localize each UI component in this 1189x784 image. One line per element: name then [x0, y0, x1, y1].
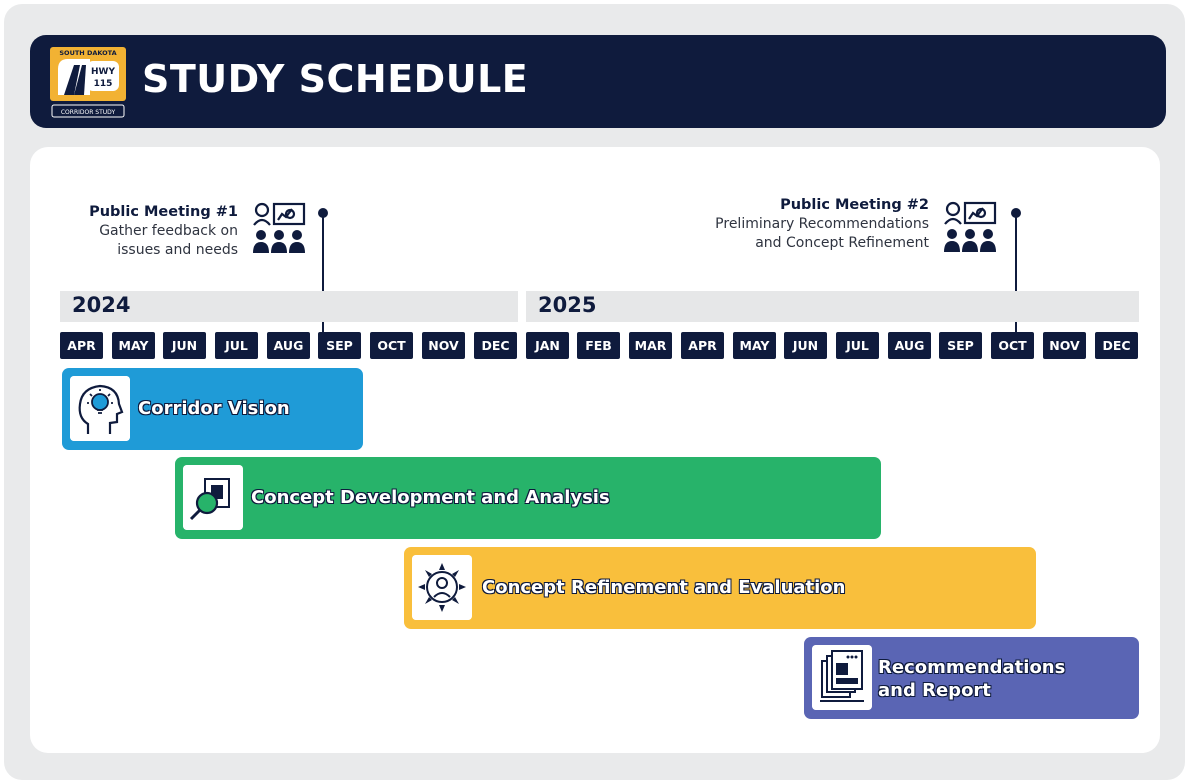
year-bar-2024: 2024 [60, 291, 518, 322]
month-jan-2025: JAN [526, 332, 569, 359]
month-sep-2024: SEP [318, 332, 361, 359]
header-banner: SOUTH DAKOTA HWY 115 CORRIDOR STUDY STUD… [30, 35, 1166, 128]
phase-label-line2: and Report [878, 680, 991, 701]
meeting-1-line1: Gather feedback on [99, 223, 238, 239]
phase-corridor-vision: Corridor Vision [62, 368, 363, 450]
month-may-2024: MAY [112, 332, 155, 359]
year-label-2024: 2024 [72, 293, 131, 317]
head-lightbulb-icon [70, 376, 130, 441]
meeting-1-title: Public Meeting #1 [89, 204, 238, 220]
month-feb-2025: FEB [577, 332, 620, 359]
month-apr-2024: APR [60, 332, 103, 359]
logo-bottom-text: CORRIDOR STUDY [61, 109, 116, 116]
meeting-2-line1: Preliminary Recommendations [715, 216, 929, 232]
meeting-1-marker-line [322, 213, 324, 333]
person-compass-icon [412, 555, 472, 620]
month-mar-2025: MAR [629, 332, 672, 359]
presentation-audience-icon [253, 202, 306, 253]
month-aug-2025: AUG [888, 332, 931, 359]
month-aug-2024: AUG [267, 332, 310, 359]
month-apr-2025: APR [681, 332, 724, 359]
magnifier-document-icon [183, 465, 243, 530]
phase-label: Concept Refinement and Evaluation [482, 577, 846, 598]
presentation-audience-icon [944, 201, 997, 252]
report-document-icon [812, 645, 872, 710]
public-meeting-1: Public Meeting #1 Gather feedback on iss… [60, 203, 238, 260]
month-jul-2024: JUL [215, 332, 258, 359]
logo-shield-line1: HWY [91, 67, 115, 77]
month-may-2025: MAY [733, 332, 776, 359]
month-jun-2024: JUN [163, 332, 206, 359]
phase-concept-refinement: Concept Refinement and Evaluation [404, 547, 1036, 629]
month-oct-2024: OCT [370, 332, 413, 359]
meeting-1-line2: issues and needs [117, 242, 238, 258]
month-nov-2024: NOV [422, 332, 465, 359]
phase-label-line1: Recommendations [878, 657, 1066, 678]
phase-label: Corridor Vision [138, 398, 290, 419]
logo-shield-line2: 115 [94, 79, 113, 89]
month-oct-2025: OCT [991, 332, 1034, 359]
year-label-2025: 2025 [538, 293, 597, 317]
month-sep-2025: SEP [939, 332, 982, 359]
public-meeting-2: Public Meeting #2 Preliminary Recommenda… [640, 196, 929, 253]
month-jun-2025: JUN [784, 332, 827, 359]
meeting-2-marker-line [1015, 213, 1017, 333]
logo-top-text: SOUTH DAKOTA [59, 49, 116, 57]
meeting-2-title: Public Meeting #2 [780, 197, 929, 213]
meeting-2-line2: and Concept Refinement [755, 235, 929, 251]
month-jul-2025: JUL [836, 332, 879, 359]
month-nov-2025: NOV [1043, 332, 1086, 359]
month-dec-2024: DEC [474, 332, 517, 359]
highway-shield-icon: SOUTH DAKOTA HWY 115 CORRIDOR STUDY [50, 47, 126, 118]
phase-label: Concept Development and Analysis [251, 487, 610, 508]
month-dec-2025: DEC [1095, 332, 1138, 359]
year-bar-2025: 2025 [526, 291, 1139, 322]
page-title: STUDY SCHEDULE [142, 57, 529, 101]
phase-concept-development: Concept Development and Analysis [175, 457, 881, 539]
phase-recommendations-report: Recommendations and Report [804, 637, 1139, 719]
